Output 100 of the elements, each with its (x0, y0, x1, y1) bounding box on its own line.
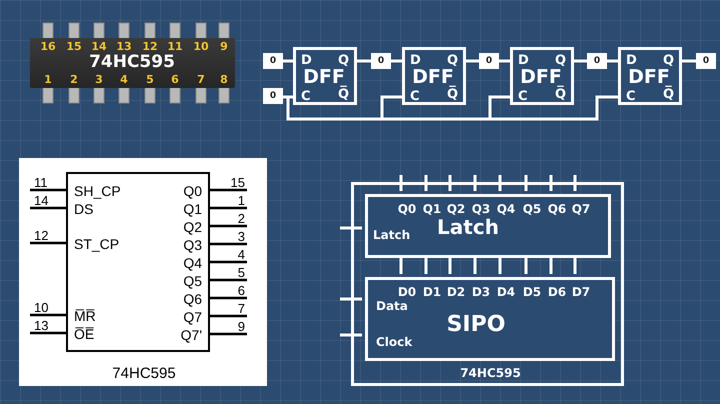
pin-number: 10 (34, 301, 48, 314)
pin-label: Q̅ (554, 88, 566, 101)
pin-number: 10 (193, 41, 209, 52)
pin-label: Q6 (548, 203, 566, 215)
pin-number: 4 (120, 74, 128, 85)
block-title: DFF (628, 68, 670, 87)
pin-number: 9 (220, 41, 228, 52)
pin-number: 6 (238, 284, 245, 297)
pin-label: Q̅ (338, 88, 349, 101)
flip-flop-box (510, 47, 574, 105)
pin-label: D (301, 54, 312, 67)
pin-label: D0 (398, 286, 416, 298)
pin-number: 14 (91, 41, 107, 52)
pin-label: Q6 (183, 292, 202, 306)
pin-label: D (626, 54, 637, 67)
pin-label: O̅E̅ (74, 327, 94, 341)
pin-label: D6 (548, 286, 566, 298)
pin-number: 14 (34, 194, 48, 207)
wire (607, 60, 618, 62)
wire (466, 60, 479, 62)
pin-label: Q (662, 54, 674, 67)
pin-label: D2 (446, 286, 466, 298)
pin-label: M̅R̅ (74, 309, 96, 323)
wire (391, 60, 402, 62)
pin-number: 16 (40, 41, 56, 52)
pin-label: Q1 (183, 202, 202, 216)
pin-number: 11 (34, 176, 48, 189)
pin-label: Q4 (183, 256, 202, 270)
pin-number: 13 (34, 319, 48, 332)
pin-label: C (626, 90, 636, 103)
value-box (696, 53, 716, 69)
pin-label: Clock (376, 336, 412, 348)
pin-label: Q (338, 54, 349, 67)
pin-label: Latch (373, 229, 410, 241)
pin-number: 9 (238, 320, 245, 333)
value-label: 0 (702, 57, 710, 66)
pin-label: C (410, 90, 420, 103)
value-label: 0 (270, 57, 276, 66)
chip-block (351, 182, 624, 386)
pin-label: D (518, 54, 529, 67)
wire (283, 60, 293, 62)
flip-flop-box (293, 47, 357, 105)
part-caption: 74HC595 (112, 366, 176, 381)
shift-register-block (365, 277, 615, 361)
pin-label: Q7 (572, 203, 590, 215)
wire (574, 60, 587, 62)
pin-label: Q5 (183, 274, 202, 288)
pin-number: 12 (142, 41, 158, 52)
pin-label: Q7 (183, 310, 202, 324)
pin-number: 5 (146, 74, 154, 85)
pin-label: Q7' (180, 328, 202, 342)
pin-label: Q̅ (662, 88, 674, 101)
pin-number: 1 (238, 194, 245, 207)
value-label: 0 (378, 57, 384, 66)
pin-label: Q2 (446, 203, 466, 215)
value-box (479, 53, 499, 69)
value-label: 0 (594, 57, 600, 66)
pin-number: 3 (95, 74, 103, 85)
value-label: 0 (270, 92, 276, 101)
pin-number: 3 (238, 230, 245, 243)
pin-number: 12 (34, 229, 48, 242)
ic-chip (30, 38, 235, 88)
pin-number: 13 (116, 41, 132, 52)
pin-label: Q1 (422, 203, 442, 215)
pin-label: D7 (572, 286, 590, 298)
pin-number: 2 (70, 74, 78, 85)
pin-number: 7 (238, 302, 245, 315)
value-box (263, 53, 283, 69)
pin-label: D5 (522, 286, 542, 298)
chip-marking: 74HC595 (89, 54, 175, 71)
wire (499, 60, 510, 62)
value-box (587, 53, 607, 69)
pin-label: DS (74, 202, 94, 216)
block-title: 74HC595 (460, 367, 521, 379)
block-title: SIPO (446, 314, 506, 336)
pin-number: 6 (171, 74, 179, 85)
pin-label: D4 (496, 286, 516, 298)
latch-block (365, 194, 611, 258)
pin-label: C (301, 90, 311, 103)
value-label: 0 (486, 57, 492, 66)
pin-number: 7 (197, 74, 205, 85)
block-title: DFF (520, 68, 562, 87)
pin-number: 1 (44, 74, 52, 85)
pin-label: ST_CP (74, 237, 120, 251)
pin-number: 15 (66, 41, 82, 52)
pin-label: Q0 (398, 203, 416, 215)
flip-flop-box (618, 47, 682, 105)
pin-label: Q̅ (446, 88, 458, 101)
pin-number: 5 (238, 266, 245, 279)
pin-label: Data (376, 300, 408, 312)
pin-label: Q (446, 54, 458, 67)
pin-label: D1 (422, 286, 442, 298)
pin-label: Q0 (183, 184, 202, 198)
pin-label: D3 (472, 286, 490, 298)
pin-label: Q2 (183, 220, 202, 234)
pin-label: D (410, 54, 421, 67)
pin-label: Q5 (522, 203, 542, 215)
pin-number: 15 (230, 176, 245, 189)
pin-label: C (518, 90, 528, 103)
block-title: Latch (437, 217, 499, 237)
